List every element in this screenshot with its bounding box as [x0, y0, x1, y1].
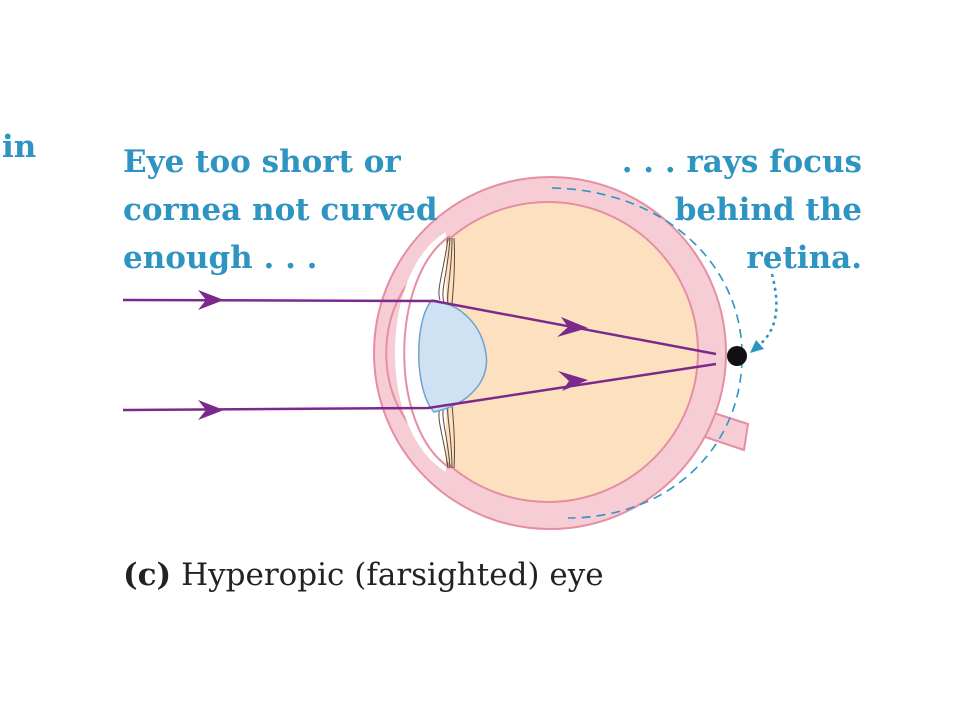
ray-arrows	[198, 290, 588, 420]
focus-point	[727, 346, 747, 366]
caption-letter: (c)	[123, 557, 172, 593]
right-annotation-line-3: retina.	[746, 240, 862, 276]
pointer-arrow-head	[750, 340, 764, 353]
lens	[418, 299, 488, 413]
left-annotation-line-1: Eye too short or	[123, 144, 401, 180]
left-annotation-line-3: enough . . .	[123, 240, 318, 276]
figure-caption: (c) Hyperopic (farsighted) eye	[123, 557, 604, 593]
right-annotation-line-1: . . . rays focus	[621, 144, 862, 180]
left-annotation: Eye too short or cornea not curved enoug…	[123, 138, 438, 282]
right-annotation: . . . rays focus behind the retina.	[580, 138, 862, 282]
upper-ray	[122, 298, 717, 356]
pointer-arrow-line	[757, 273, 778, 348]
ray-arrow-1	[198, 290, 224, 310]
left-annotation-line-2: cornea not curved	[123, 192, 438, 228]
ray-arrow-3	[557, 317, 588, 337]
lower-ray	[122, 362, 717, 412]
light-rays	[122, 298, 717, 412]
cornea-inner-edge	[403, 235, 451, 469]
ray-arrow-4	[558, 371, 588, 391]
caption-text: Hyperopic (farsighted) eye	[181, 557, 604, 593]
edge-text: in	[2, 129, 37, 165]
ray-arrow-2	[198, 400, 224, 420]
right-annotation-line-2: behind the	[674, 192, 862, 228]
